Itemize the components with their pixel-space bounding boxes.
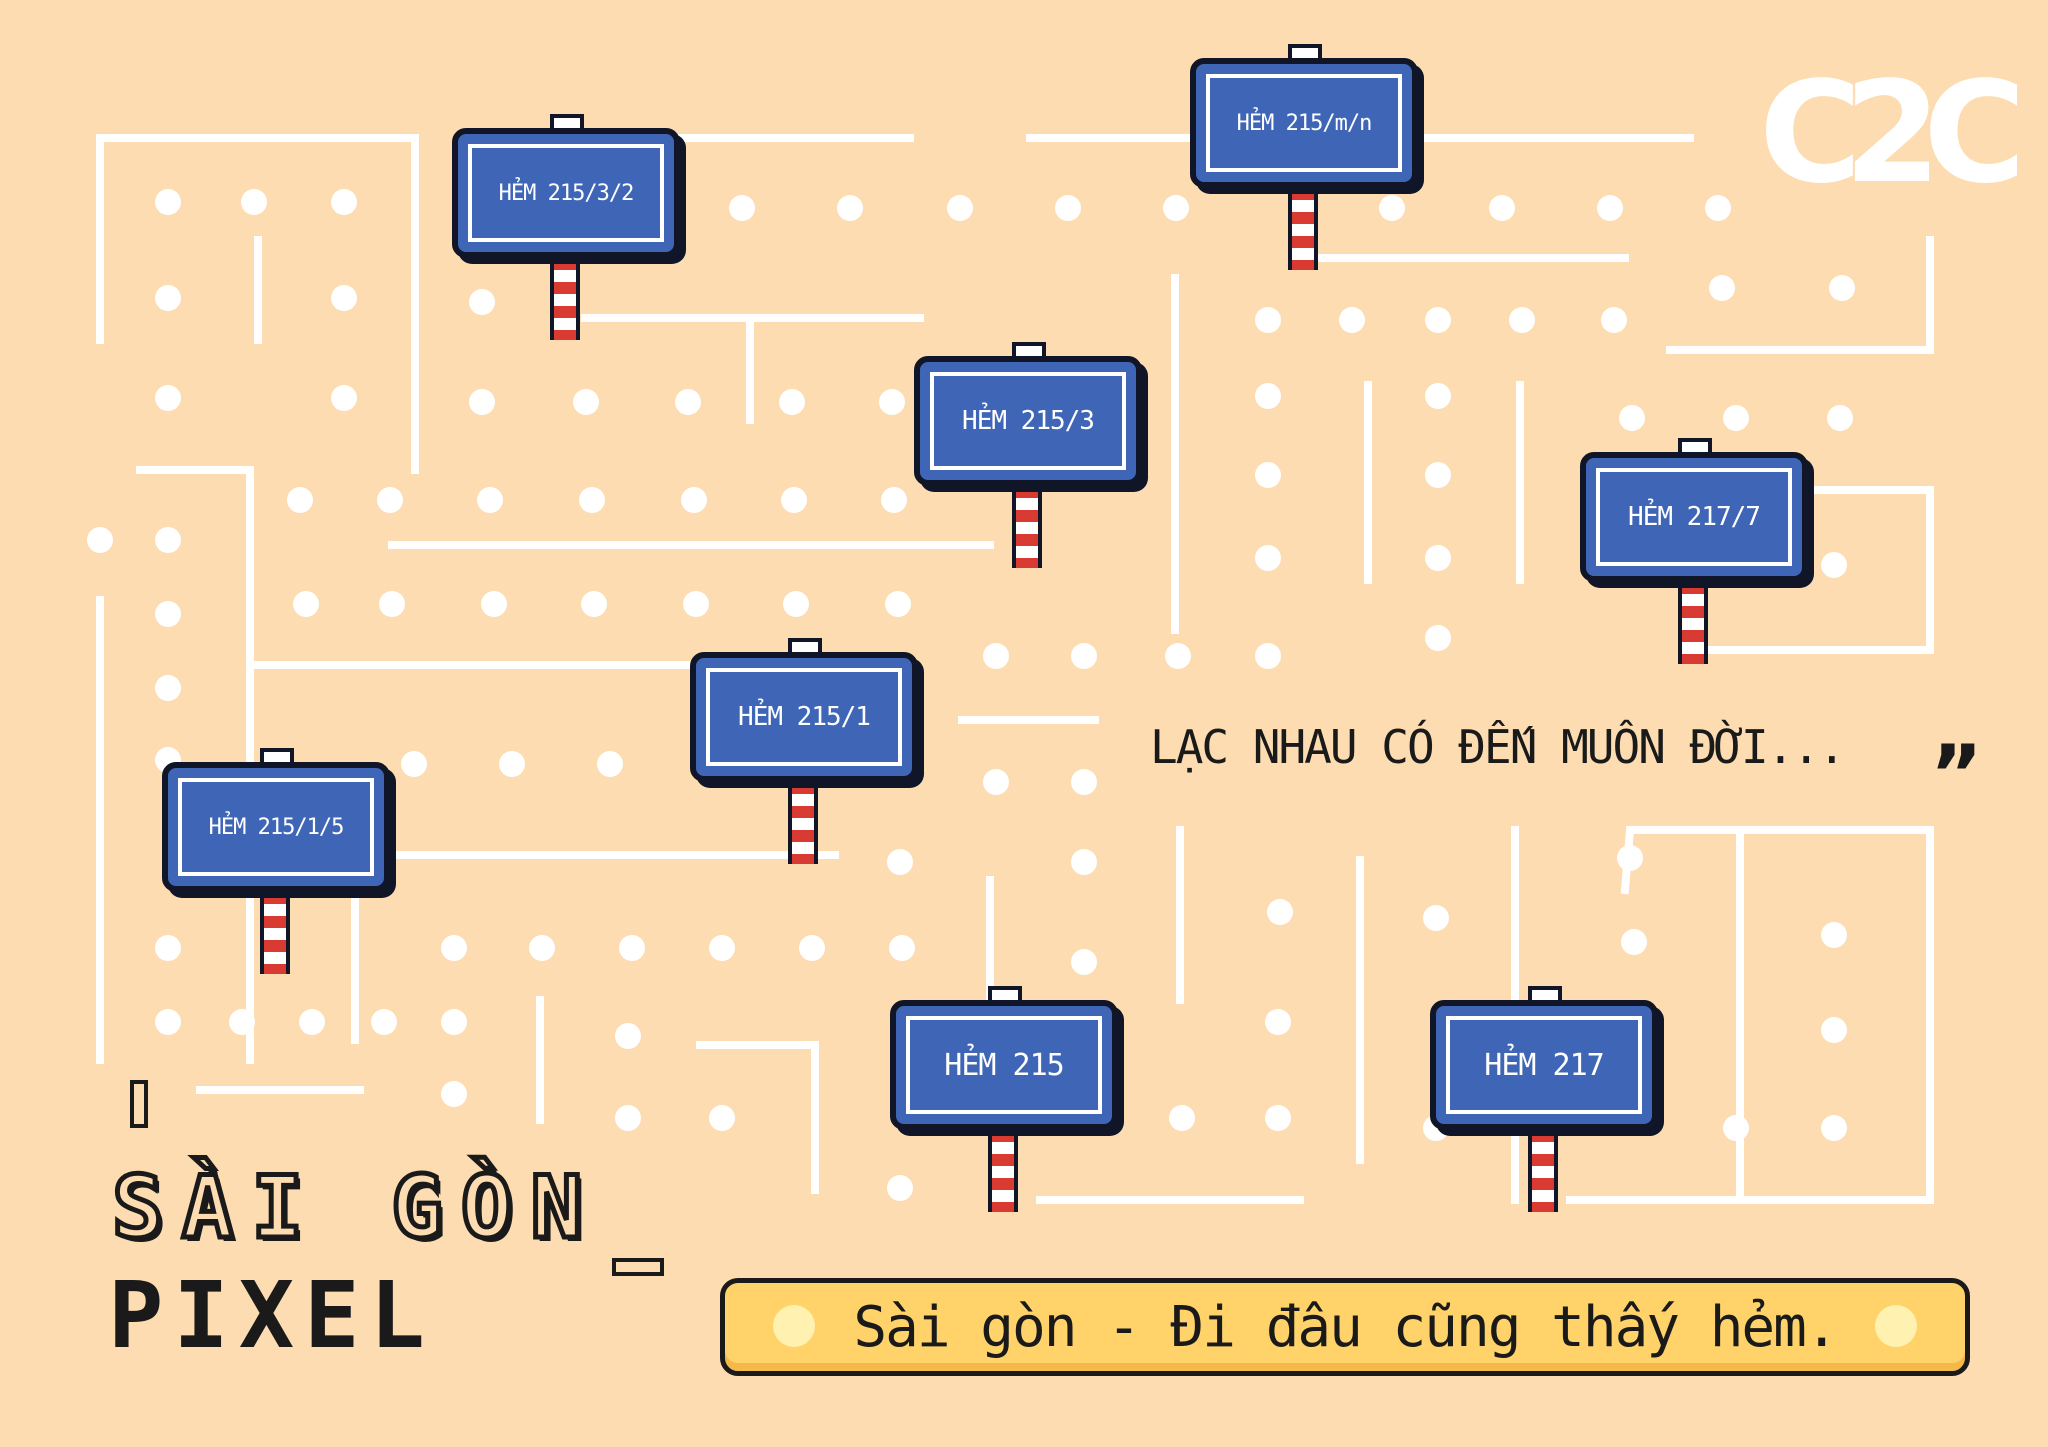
sign-bracket — [260, 748, 294, 766]
street-sign: HẺM 215/1/5 — [162, 748, 390, 974]
sign-plate: HẺM 215/1/5 — [162, 762, 390, 892]
street-sign: HẺM 217/7 — [1580, 438, 1808, 664]
sign-plate: HẺM 215/3/2 — [452, 128, 680, 258]
sign-pole — [988, 1130, 1018, 1212]
sign-plate: HẺM 215/m/n — [1190, 58, 1418, 188]
sign-plate: HẺM 217 — [1430, 1000, 1658, 1130]
sign-label: HẺM 215/3 — [930, 372, 1126, 470]
street-sign: HẺM 215/1 — [690, 638, 918, 864]
quote-mark: ” — [1930, 728, 1983, 821]
banner-dot-left — [773, 1305, 815, 1347]
street-sign: HẺM 215/m/n — [1190, 44, 1418, 270]
sign-plate: HẺM 215/3 — [914, 356, 1142, 486]
sign-bracket — [988, 986, 1022, 1004]
sign-label: HẺM 215/m/n — [1206, 74, 1402, 172]
sign-bracket — [1678, 438, 1712, 456]
banner-dot-right — [1875, 1305, 1917, 1347]
sign-label: HẺM 215/1 — [706, 668, 902, 766]
street-sign: HẺM 215 — [890, 986, 1118, 1212]
sign-pole — [1288, 188, 1318, 270]
caption-banner: Sài gòn - Đi đâu cũng thấy hẻm. — [720, 1278, 1970, 1376]
caption-text: Sài gòn - Đi đâu cũng thấy hẻm. — [853, 1294, 1838, 1360]
title-line-2: PIXEL — [108, 1262, 435, 1369]
sign-pole — [260, 892, 290, 974]
sign-label: HẺM 215 — [906, 1016, 1102, 1114]
sign-bracket — [550, 114, 584, 132]
c2c-logo: C2C — [1759, 52, 2026, 215]
sign-pole — [1678, 582, 1708, 664]
sign-label: HẺM 217/7 — [1596, 468, 1792, 566]
tagline-quote: LẠC NHAU CÓ ĐẾN MUÔN ĐỜI... — [1150, 720, 1846, 774]
cursor-underscore — [612, 1258, 664, 1276]
sign-label: HẺM 215/1/5 — [178, 778, 374, 876]
sign-plate: HẺM 215/1 — [690, 652, 918, 782]
sign-label: HẺM 215/3/2 — [468, 144, 664, 242]
street-sign: HẺM 215/3/2 — [452, 114, 680, 340]
sign-bracket — [788, 638, 822, 656]
street-sign: HẺM 215/3 — [914, 342, 1142, 568]
sign-bracket — [1012, 342, 1046, 360]
sign-pole — [1012, 486, 1042, 568]
title-line-1: SÀI GÒN — [109, 1156, 601, 1261]
sign-bracket — [1528, 986, 1562, 1004]
street-sign: HẺM 217 — [1430, 986, 1658, 1212]
cursor-block — [130, 1080, 148, 1128]
sign-plate: HẺM 215 — [890, 1000, 1118, 1130]
sign-pole — [550, 258, 580, 340]
sign-plate: HẺM 217/7 — [1580, 452, 1808, 582]
sign-pole — [1528, 1130, 1558, 1212]
sign-bracket — [1288, 44, 1322, 62]
sign-pole — [788, 782, 818, 864]
sign-label: HẺM 217 — [1446, 1016, 1642, 1114]
